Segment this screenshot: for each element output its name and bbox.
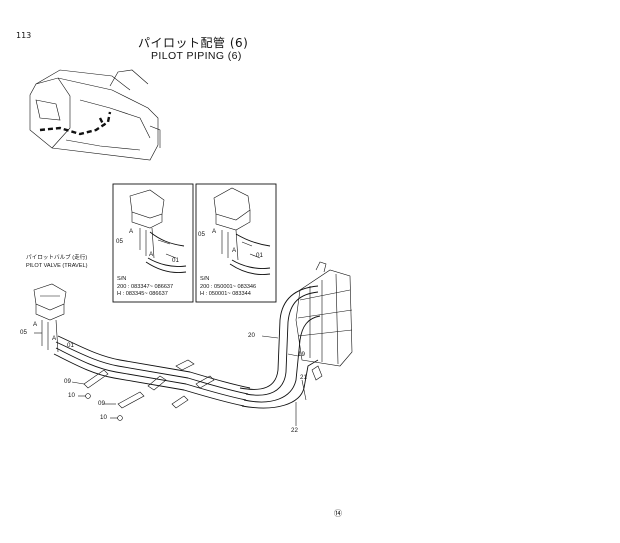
bolt-10b <box>117 415 123 421</box>
inset-right-frame <box>195 183 277 303</box>
pilot-valve-label-english: PILOT VALVE (TRAVEL) <box>26 263 88 269</box>
main-part-10a: 10 <box>68 392 75 399</box>
main-part-05: 05 <box>20 329 27 336</box>
main-part-09a: 09 <box>64 378 71 385</box>
inset-right-part-01: 01 <box>256 252 263 259</box>
excavator-overview <box>29 69 161 161</box>
main-part-19: 19 <box>298 351 305 358</box>
main-part-20: 20 <box>248 332 255 339</box>
inset-left-letter-a2: A <box>149 251 154 258</box>
clamp-brackets <box>83 359 215 409</box>
inset-left-letter-a1: A <box>129 228 134 235</box>
inset-right-letter-a1: A <box>212 228 217 235</box>
pilot-valve-label-japanese: パイロットバルブ (走行) <box>26 255 88 261</box>
inset-left-frame <box>112 183 194 303</box>
main-part-21: 21 <box>300 374 307 381</box>
main-part-22: 22 <box>291 427 298 434</box>
inset-left-part-01: 01 <box>172 257 179 264</box>
inset-left-sn-line1: 200 : 083347~ 086637 <box>117 284 174 290</box>
main-letter-a2: A <box>52 335 57 342</box>
control-valve-block <box>295 261 353 381</box>
inset-left-sn-heading: S/N <box>117 276 127 282</box>
inset-right-sn-line2: H : 050001~ 083344 <box>200 291 251 297</box>
inset-left-valve <box>129 189 187 273</box>
inset-right-sn-heading: S/N <box>200 276 210 282</box>
main-pilot-valve <box>33 283 67 353</box>
page-number: 113 <box>16 31 32 40</box>
main-part-01: 01 <box>67 342 74 349</box>
hose-bundle <box>53 285 321 409</box>
inset-left-sn-line2: H : 083345~ 086637 <box>117 291 168 297</box>
bolt-10a <box>85 393 91 399</box>
inset-right-valve <box>213 187 271 275</box>
leader-lines <box>34 332 307 426</box>
inset-right-letter-a2: A <box>232 247 237 254</box>
inset-left-part-05: 05 <box>116 238 123 245</box>
inset-right-sn-line1: 200 : 050001~ 083346 <box>200 284 257 290</box>
inset-right-part-05: 05 <box>198 231 205 238</box>
main-part-09b: 09 <box>98 400 105 407</box>
title-english: PILOT PIPING (6) <box>151 50 242 62</box>
main-letter-a1: A <box>33 321 38 328</box>
title-japanese: パイロット配管 (6) <box>138 36 249 50</box>
main-part-10b: 10 <box>100 414 107 421</box>
footer-mark: ⑭ <box>334 509 342 518</box>
